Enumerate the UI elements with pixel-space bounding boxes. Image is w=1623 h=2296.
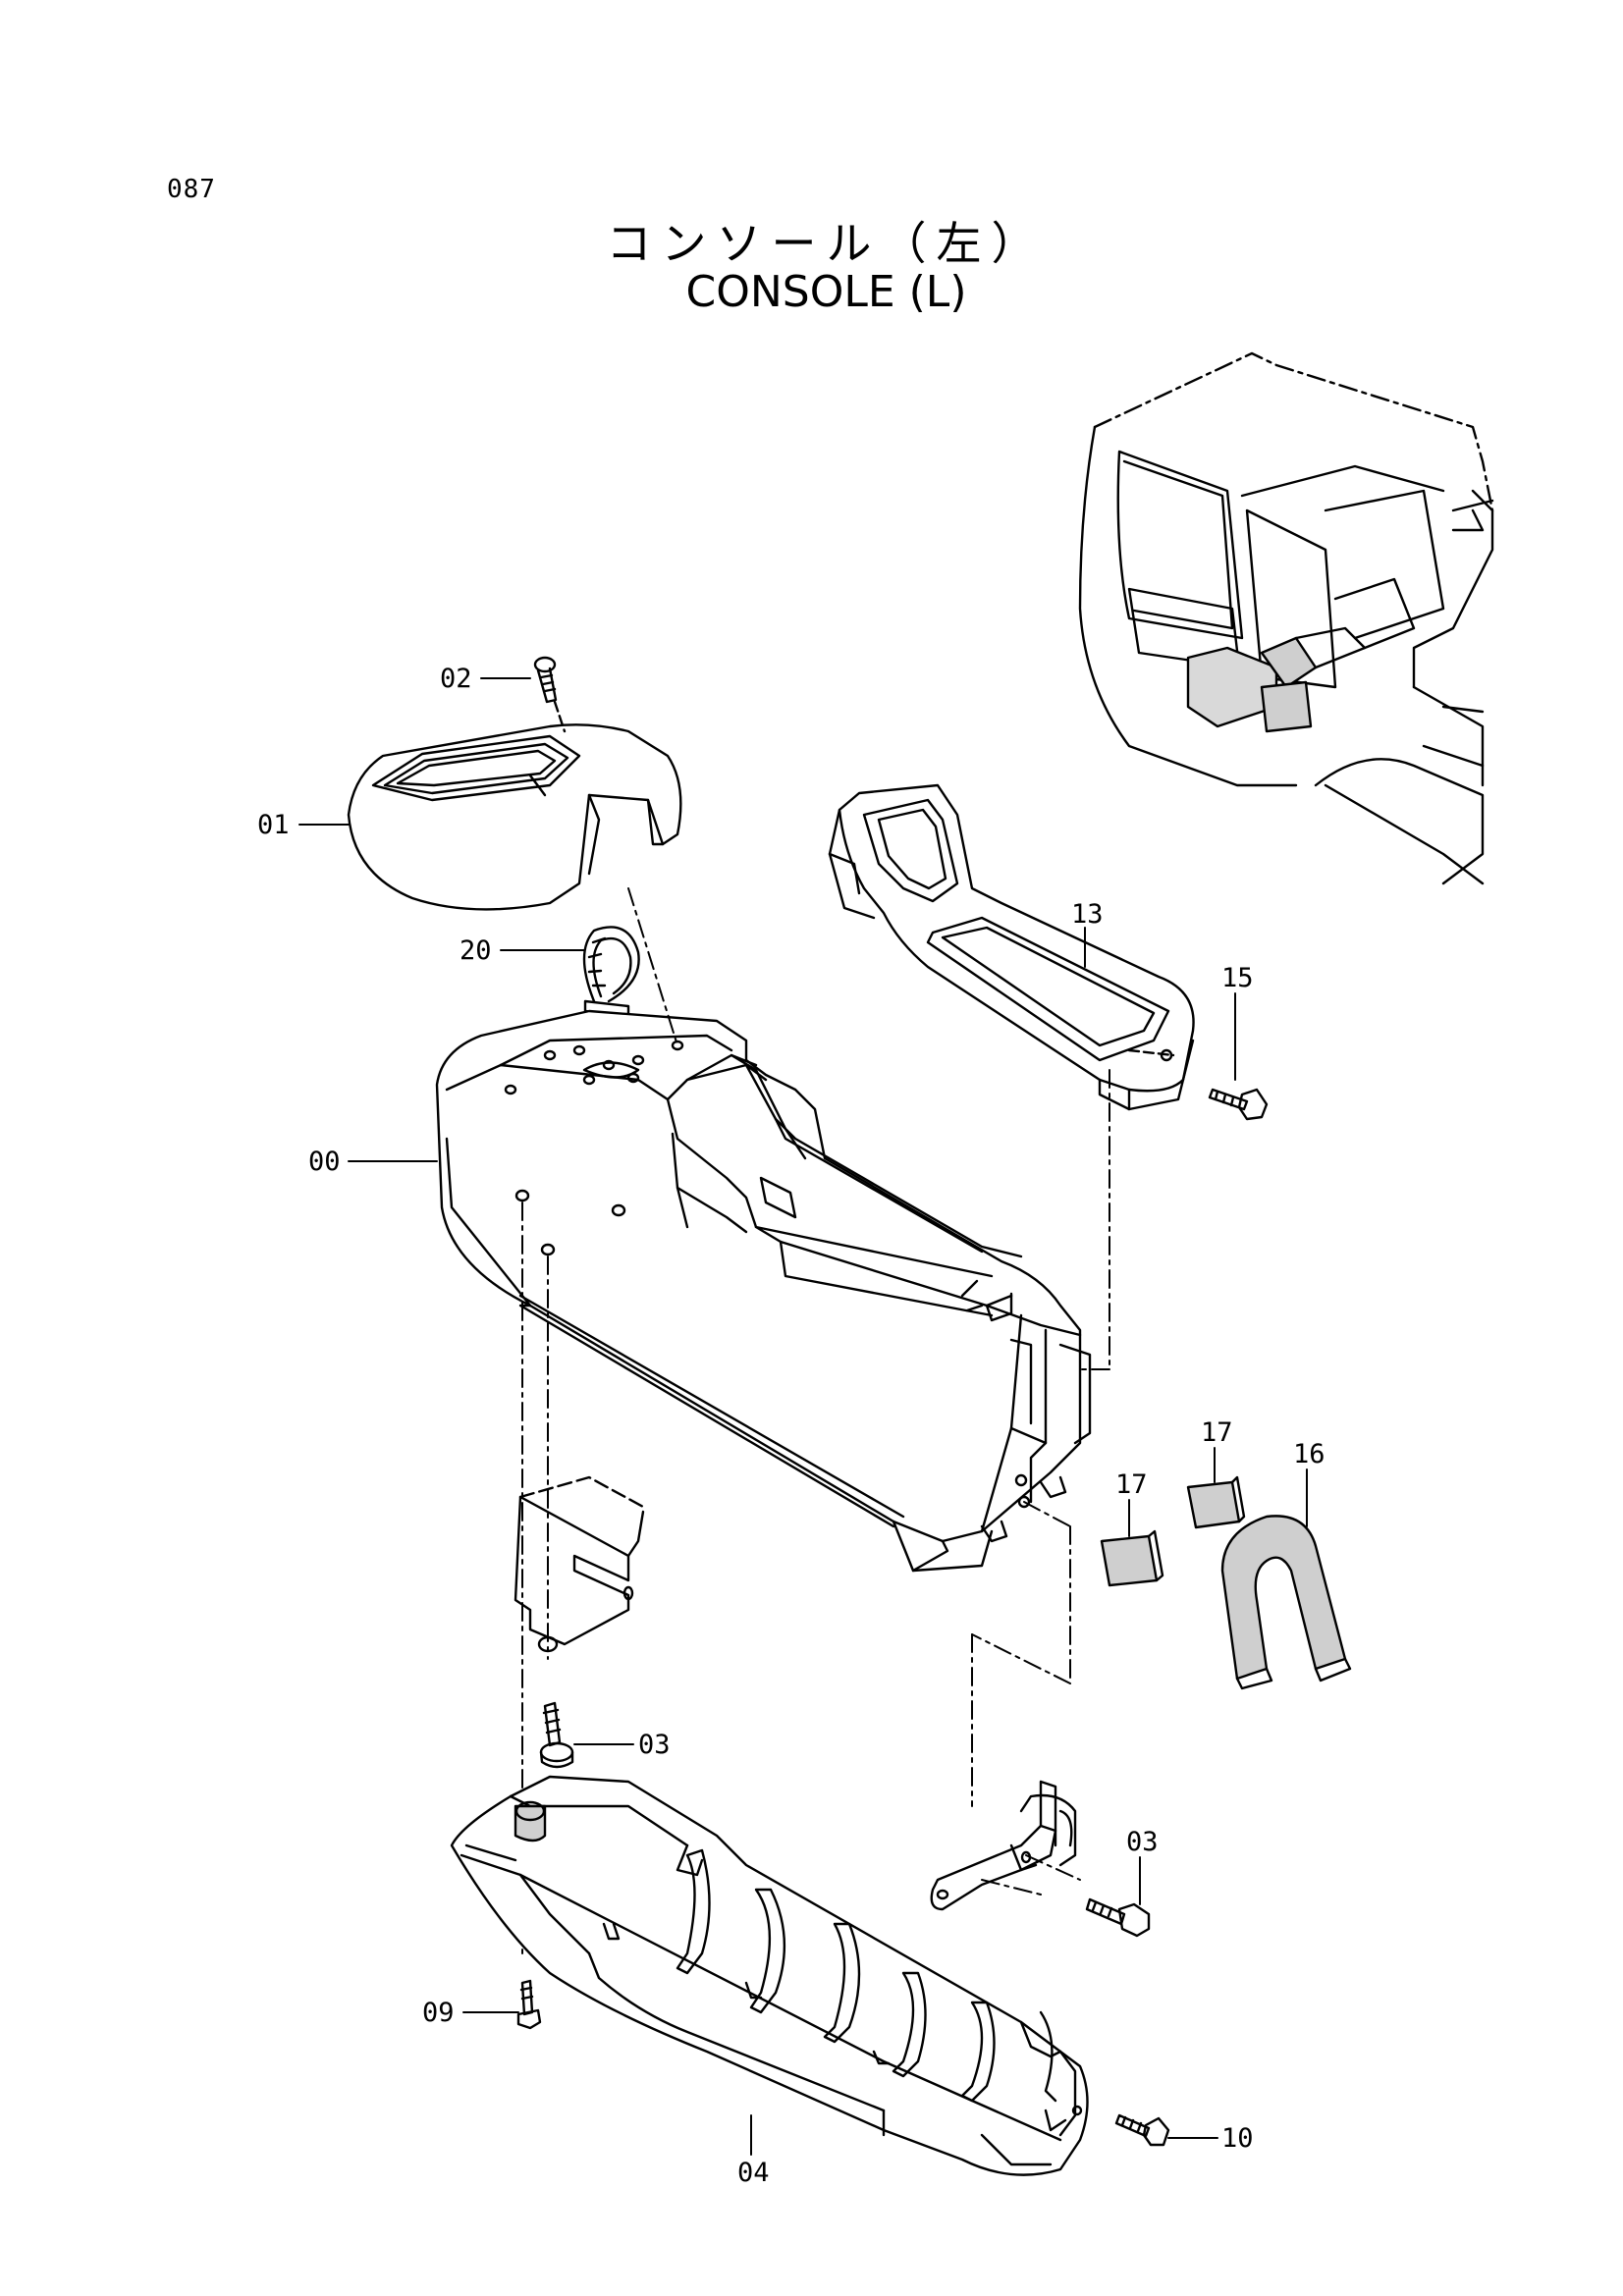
bracket-right xyxy=(930,1780,1077,1911)
callout-00: 00 xyxy=(308,1147,341,1177)
part-17-pad-lower xyxy=(1100,1529,1164,1587)
page-number: 087 xyxy=(167,175,216,204)
callout-09: 09 xyxy=(422,1998,455,2028)
callout-17-lower: 17 xyxy=(1115,1469,1148,1500)
part-02-screw xyxy=(533,656,567,733)
part-00-console-body xyxy=(435,1009,1092,1573)
callout-10: 10 xyxy=(1221,2123,1254,2154)
part-10-bolt xyxy=(1114,2113,1170,2147)
part-04-undercover xyxy=(450,1775,1089,2176)
title-english: CONSOLE (L) xyxy=(685,267,967,317)
part-13-armrest-cover xyxy=(828,783,1195,1111)
part-16-u-seal xyxy=(1220,1515,1352,1690)
cab-outline-drawing xyxy=(1078,351,1494,885)
bracket-left xyxy=(514,1475,645,1653)
callout-13: 13 xyxy=(1071,899,1104,930)
callout-leader-lines xyxy=(298,677,1308,2156)
callout-04: 04 xyxy=(737,2158,770,2188)
part-03-bolt-lower xyxy=(1085,1897,1151,1938)
part-17-pad-upper xyxy=(1186,1475,1246,1529)
callout-03-upper: 03 xyxy=(638,1730,671,1760)
title-japanese: コンソール（左） xyxy=(606,217,1047,270)
callout-15: 15 xyxy=(1221,963,1254,993)
part-01-top-cover xyxy=(347,723,682,911)
part-09-screw xyxy=(516,1979,542,2030)
callout-03-lower: 03 xyxy=(1126,1827,1159,1857)
assembly-guide-lines xyxy=(521,887,1110,1959)
callout-16: 16 xyxy=(1293,1439,1325,1469)
callout-17-upper: 17 xyxy=(1201,1417,1233,1448)
callout-01: 01 xyxy=(257,810,290,840)
part-15-screw xyxy=(1208,1088,1269,1121)
callout-20: 20 xyxy=(460,935,492,966)
callout-02: 02 xyxy=(440,664,472,694)
part-03-bolt-upper xyxy=(539,1701,574,1769)
callout-labels: 02 01 20 00 13 15 17 17 16 03 03 09 04 1… xyxy=(257,664,1325,2188)
